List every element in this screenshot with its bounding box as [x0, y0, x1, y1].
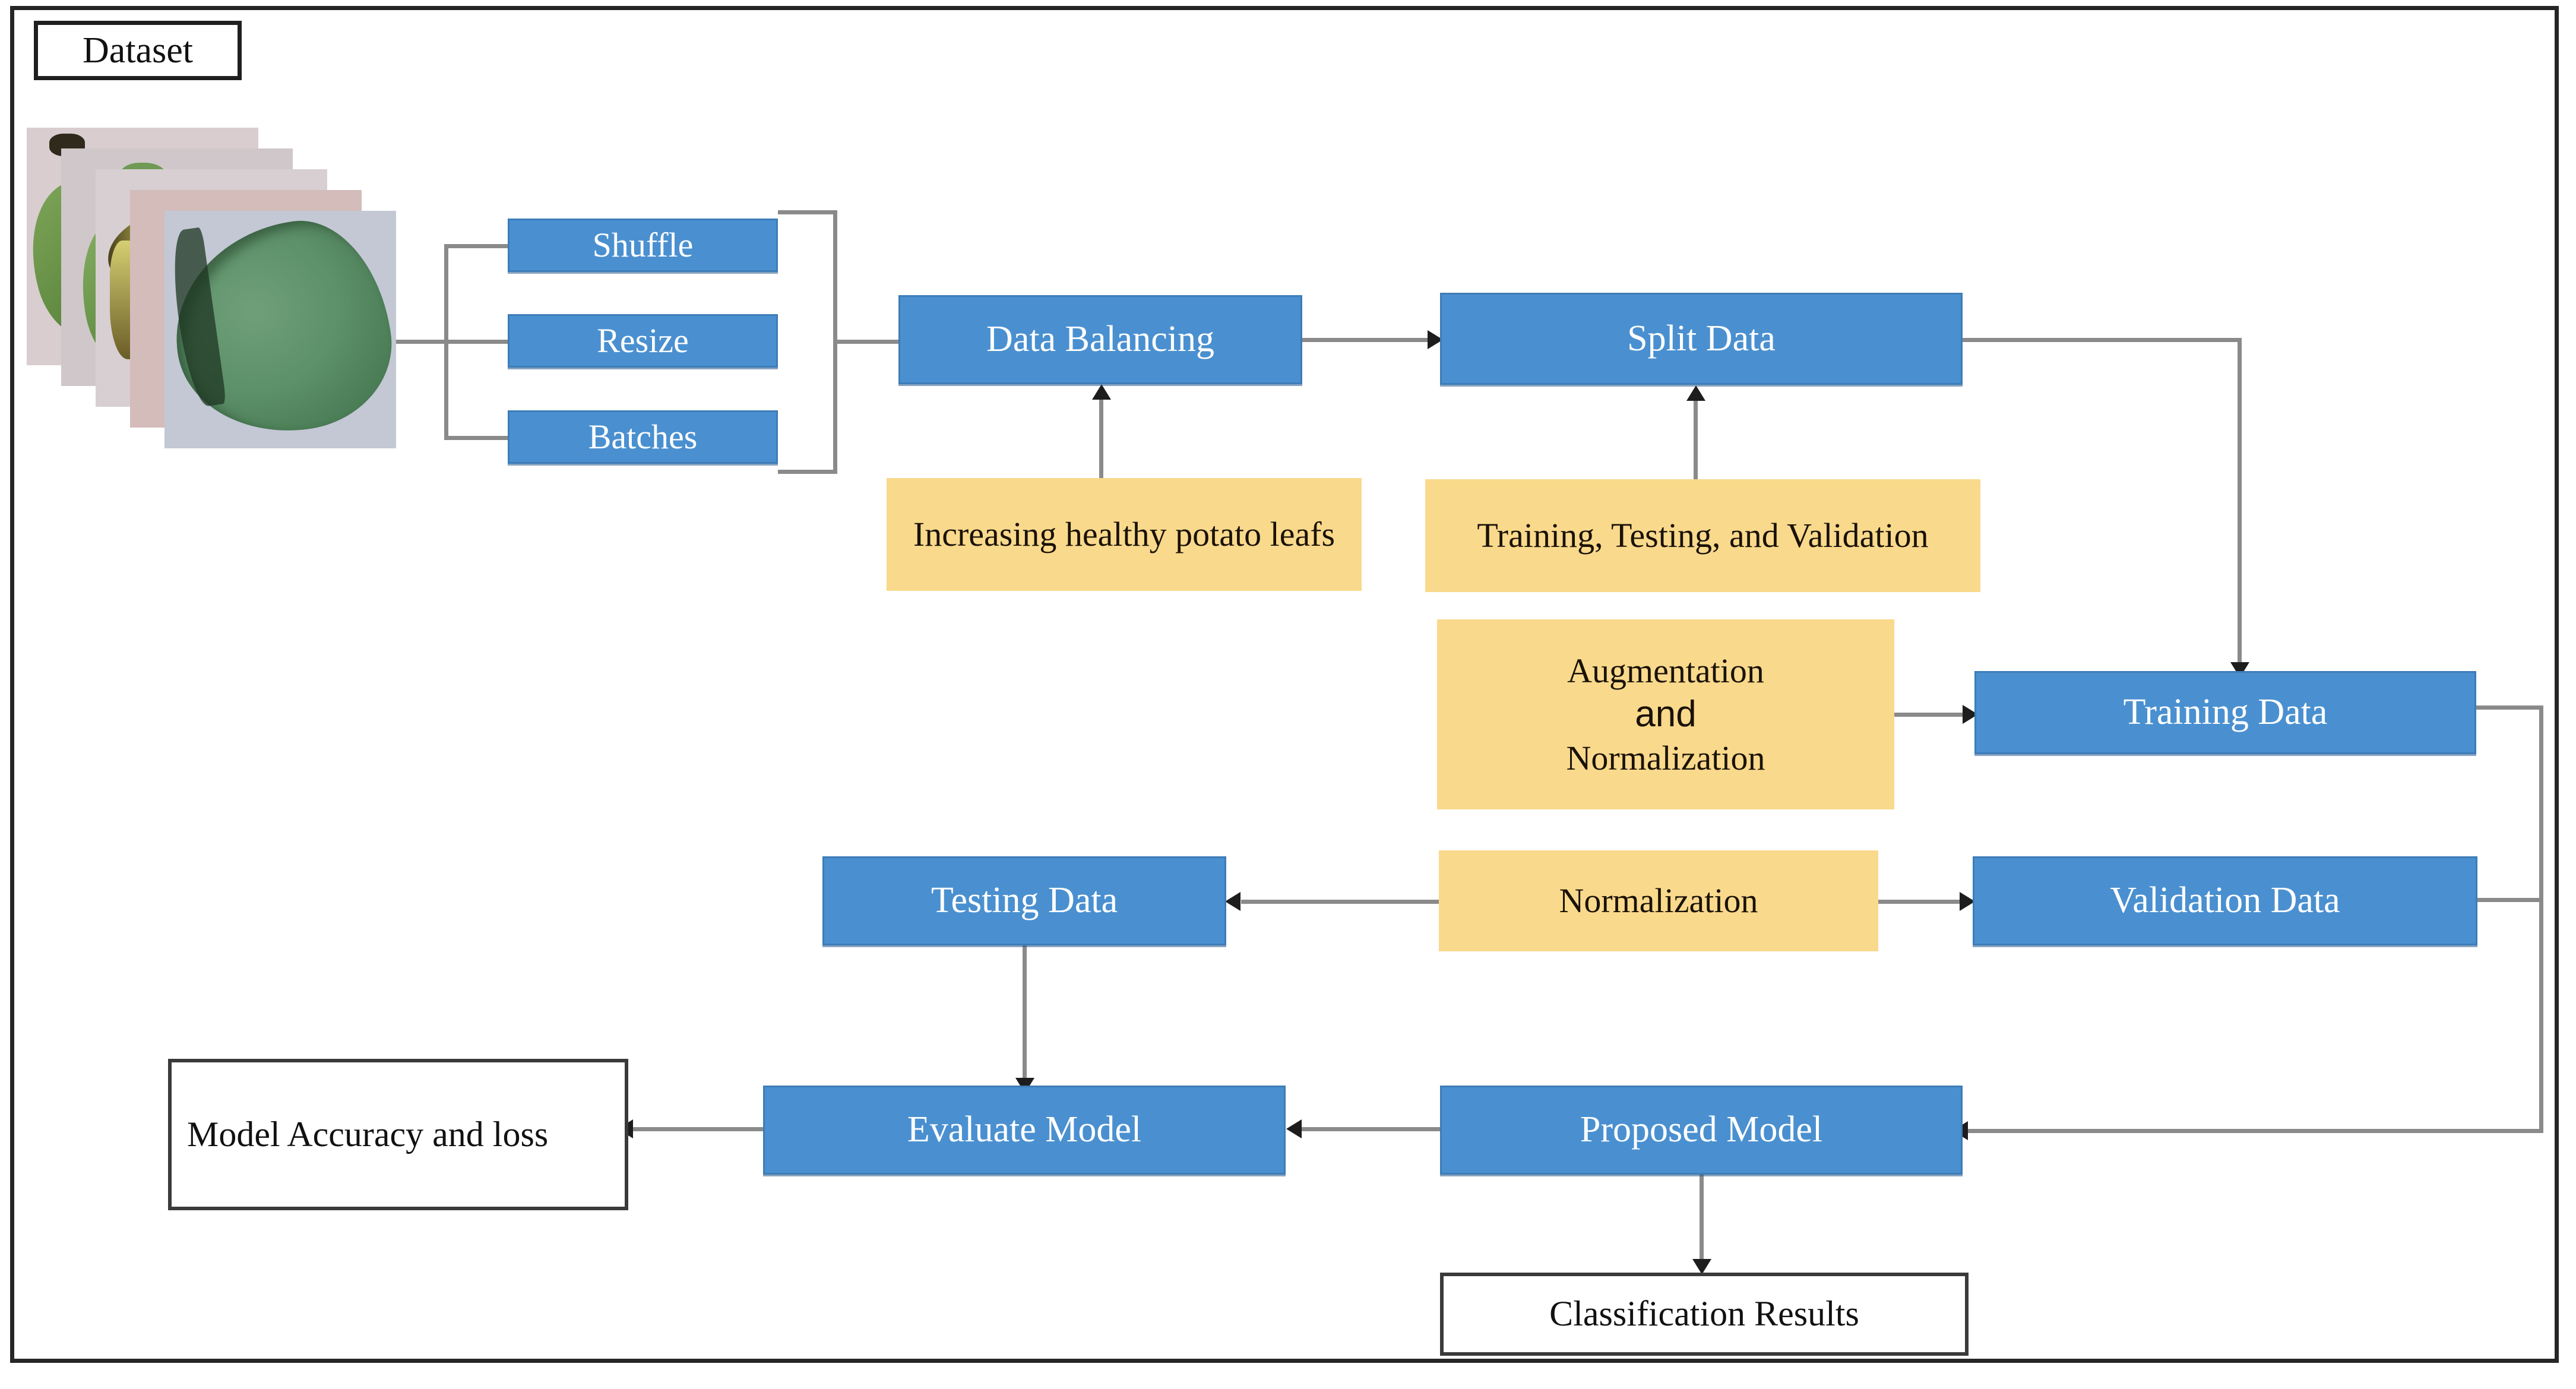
bracket-left-arm-batches — [444, 436, 509, 440]
connector-proposed-to-classification — [1700, 1175, 1704, 1264]
connector-training-to-rightrail — [2475, 705, 2543, 710]
node-batches-label: Batches — [588, 417, 698, 457]
node-model-accuracy-label: Model Accuracy and loss — [187, 1114, 549, 1154]
node-testing-data-label: Testing Data — [931, 880, 1118, 921]
connector-rightrail-to-proposed — [1966, 1129, 2542, 1133]
node-normalization-label: Normalization — [1559, 881, 1758, 920]
node-data-balancing[interactable]: Data Balancing — [898, 295, 1302, 384]
connector-proposed-to-evaluate — [1300, 1127, 1440, 1131]
node-evaluate-model[interactable]: Evaluate Model — [763, 1086, 1286, 1175]
dataset-label-text: Dataset — [83, 30, 193, 71]
node-increasing-healthy-label: Increasing healthy potato leafs — [913, 515, 1336, 554]
node-augmentation-and: and — [1635, 694, 1697, 735]
dataset-image-stack — [27, 128, 396, 454]
node-batches[interactable]: Batches — [508, 410, 778, 464]
node-shuffle[interactable]: Shuffle — [508, 219, 778, 272]
bracket-right-arm-bottom — [778, 470, 837, 474]
node-split-data[interactable]: Split Data — [1440, 293, 1963, 385]
node-testing-data[interactable]: Testing Data — [822, 856, 1226, 945]
arrowhead-normalization-to-testing — [1225, 892, 1240, 911]
arrowhead-proposed-to-evaluate — [1286, 1119, 1302, 1138]
dataset-label-box: Dataset — [34, 21, 242, 80]
node-resize-label: Resize — [597, 321, 689, 360]
node-increasing-healthy-potato-leafs: Increasing healthy potato leafs — [887, 478, 1362, 591]
connector-testing-to-evaluate — [1023, 945, 1027, 1082]
arrowhead-normalization-to-validation — [1960, 892, 1975, 911]
connector-tsv-to-split — [1694, 393, 1698, 479]
node-proposed-model-label: Proposed Model — [1580, 1109, 1823, 1150]
node-classification-results: Classification Results — [1440, 1273, 1969, 1356]
arrowhead-proposed-to-classification — [1692, 1259, 1711, 1274]
node-split-data-label: Split Data — [1627, 318, 1776, 359]
leaf-image-1 — [164, 211, 396, 448]
arrowhead-tsv-to-split — [1686, 385, 1705, 401]
connector-evaluate-to-accuracy — [632, 1127, 766, 1131]
node-training-data[interactable]: Training Data — [1974, 671, 2476, 754]
connector-normalization-to-testing — [1241, 900, 1443, 904]
bracket-left-arm-resize — [444, 340, 509, 344]
node-classification-results-label: Classification Results — [1549, 1294, 1859, 1334]
connector-dataset-to-bracket — [380, 340, 445, 344]
node-augmentation-line1: Augmentation — [1567, 651, 1764, 690]
connector-balancing-to-split — [1302, 338, 1439, 342]
connector-split-to-right — [1963, 338, 2242, 342]
node-resize[interactable]: Resize — [508, 314, 778, 368]
bracket-left-arm-shuffle — [444, 244, 509, 248]
connector-right-down-to-training — [2238, 338, 2242, 667]
node-training-testing-validation: Training, Testing, and Validation — [1425, 479, 1980, 592]
connector-increasing-to-balancing — [1099, 392, 1103, 478]
node-tsv-label: Training, Testing, and Validation — [1477, 516, 1929, 555]
node-normalization: Normalization — [1439, 850, 1878, 951]
node-data-balancing-label: Data Balancing — [986, 319, 1214, 360]
connector-validation-to-rightrail — [2475, 898, 2543, 902]
connector-augmentation-to-training — [1894, 713, 1971, 717]
connector-bracket-to-data-balancing — [833, 340, 898, 344]
node-shuffle-label: Shuffle — [592, 226, 694, 265]
node-augmentation-line3: Normalization — [1566, 738, 1765, 777]
node-training-data-label: Training Data — [2123, 692, 2328, 733]
node-evaluate-model-label: Evaluate Model — [907, 1109, 1142, 1150]
connector-normalization-to-validation — [1878, 900, 1967, 904]
node-validation-data-label: Validation Data — [2110, 880, 2340, 921]
node-proposed-model[interactable]: Proposed Model — [1440, 1086, 1963, 1175]
bracket-right-arm-top — [778, 210, 837, 214]
arrowhead-increasing-to-balancing — [1092, 384, 1111, 400]
node-augmentation-and-normalization: Augmentation and Normalization — [1437, 619, 1894, 809]
node-validation-data[interactable]: Validation Data — [1973, 856, 2477, 945]
node-model-accuracy-and-loss: Model Accuracy and loss — [168, 1059, 628, 1210]
right-rail-vertical — [2539, 705, 2543, 1133]
